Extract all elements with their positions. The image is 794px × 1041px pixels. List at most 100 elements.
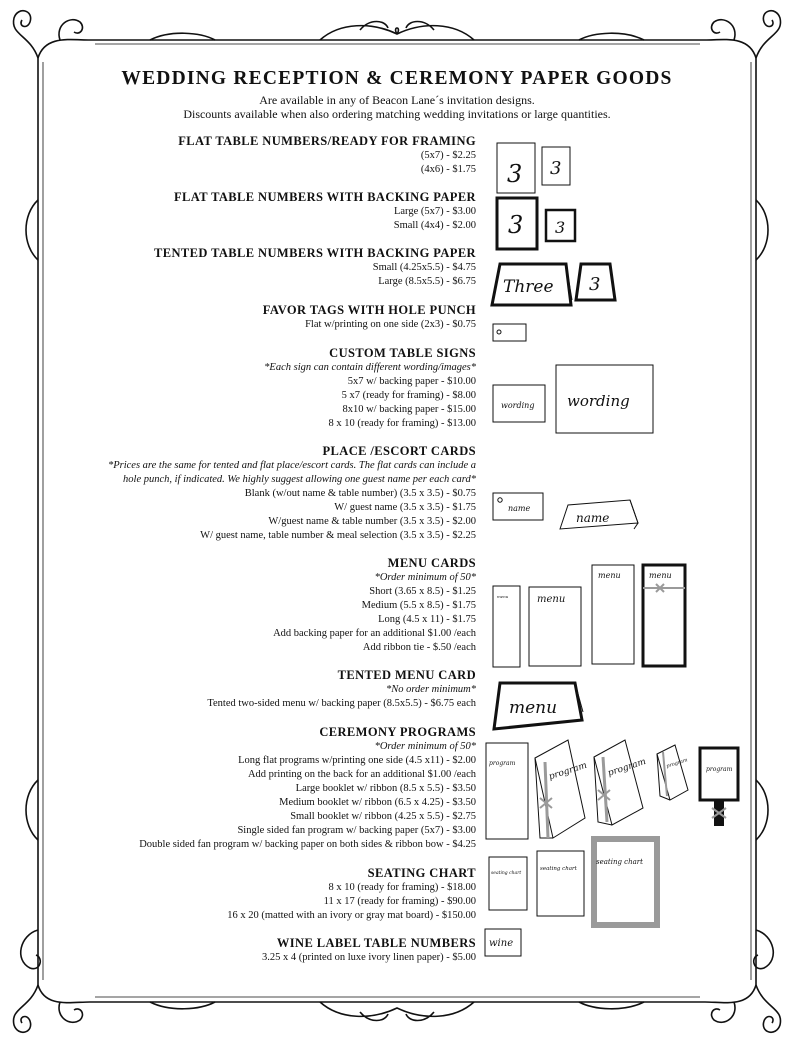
section-title: CUSTOM TABLE SIGNS xyxy=(329,346,476,360)
section-tented-table-numbers: TENTED TABLE NUMBERS WITH BACKING PAPER … xyxy=(36,246,476,289)
section-title: TENTED MENU CARD xyxy=(337,668,476,682)
price-line: 3.25 x 4 (printed on luxe ivory linen pa… xyxy=(261,952,476,963)
illus-wording-small: wording xyxy=(501,401,534,410)
seating-chart-8x10 xyxy=(488,856,528,911)
section-note: *Order minimum of 50* xyxy=(374,741,476,752)
section-title: FLAT TABLE NUMBERS WITH BACKING PAPER xyxy=(173,190,476,204)
illus-program-large: program xyxy=(548,761,589,783)
page-title: WEDDING RECEPTION & CEREMONY PAPER GOODS xyxy=(121,68,673,89)
price-line: Small booklet w/ ribbon (4.25 x 5.5) - $… xyxy=(290,811,476,822)
price-line: 11 x 17 (ready for framing) - $90.00 xyxy=(323,896,476,907)
illus-menu-short: menu xyxy=(497,594,509,599)
page-subtitle-discounts: Discounts available when also ordering m… xyxy=(183,107,611,121)
section-flat-table-numbers-backing: FLAT TABLE NUMBERS WITH BACKING PAPER La… xyxy=(36,190,476,233)
illus-program-fan: program xyxy=(706,766,733,773)
price-line: 8x10 w/ backing paper - $15.00 xyxy=(342,404,476,415)
illus-menu-tented: menu xyxy=(509,698,557,718)
section-menu-cards: MENU CARDS *Order minimum of 50* Short (… xyxy=(36,556,476,655)
flat-table-number-backing-small xyxy=(544,208,577,243)
price-line: Single sided fan program w/ backing pape… xyxy=(237,825,476,836)
price-line: (5x7) - $2.25 xyxy=(420,150,476,161)
section-title: WINE LABEL TABLE NUMBERS xyxy=(276,936,476,950)
illus-numeral-3: 3 xyxy=(550,158,561,179)
place-card-flat xyxy=(492,492,544,521)
illus-program-long: program xyxy=(489,760,516,767)
section-flat-table-numbers-framing: FLAT TABLE NUMBERS/READY FOR FRAMING (5x… xyxy=(36,134,476,177)
wine-label xyxy=(484,928,522,957)
price-line: Tented two-sided menu w/ backing paper (… xyxy=(207,698,476,709)
flat-table-number-4x6-card xyxy=(541,146,571,186)
price-line: 16 x 20 (matted with an ivory or gray ma… xyxy=(227,910,476,921)
price-line: Long flat programs w/printing one side (… xyxy=(238,755,476,766)
favor-tag xyxy=(492,323,527,342)
price-line: Medium booklet w/ ribbon (6.5 x 4.25) - … xyxy=(279,797,476,808)
section-note: *Prices are the same for tented and flat… xyxy=(107,460,476,471)
menu-card-medium xyxy=(528,586,582,667)
section-title: FLAT TABLE NUMBERS/READY FOR FRAMING xyxy=(178,134,476,148)
price-line: (4x6) - $1.75 xyxy=(420,164,476,175)
price-line: W/guest name & table number (3.5 x 3.5) … xyxy=(268,516,476,527)
section-title: SEATING CHART xyxy=(367,866,476,880)
price-line: Long (4.5 x 11) - $1.75 xyxy=(378,614,476,625)
section-place-escort-cards: PLACE /ESCORT CARDS *Prices are the same… xyxy=(6,444,476,543)
menu-card-short xyxy=(492,585,521,668)
section-custom-table-signs: CUSTOM TABLE SIGNS *Each sign can contai… xyxy=(36,346,476,431)
flat-table-number-backing-large xyxy=(495,196,539,251)
price-line: Flat w/printing on one side (2x3) - $0.7… xyxy=(305,319,476,330)
price-line: 8 x 10 (ready for framing) - $13.00 xyxy=(328,418,476,429)
price-line: 5x7 w/ backing paper - $10.00 xyxy=(347,376,476,387)
price-line: Small (4x4) - $2.00 xyxy=(393,220,476,231)
section-title: CEREMONY PROGRAMS xyxy=(319,725,476,739)
page-subtitle: Are available in any of Beacon Lane´s in… xyxy=(259,93,535,107)
illus-numeral-3: 3 xyxy=(507,160,522,188)
section-title: FAVOR TAGS WITH HOLE PUNCH xyxy=(262,303,476,317)
section-note: *No order minimum* xyxy=(385,684,476,695)
program-small-booklet xyxy=(656,744,689,801)
price-line: Blank (w/out name & table number) (3.5 x… xyxy=(244,488,476,499)
price-line: Large (8.5x5.5) - $6.75 xyxy=(378,276,476,287)
program-medium-booklet xyxy=(593,739,644,826)
program-large-booklet xyxy=(534,739,586,839)
price-line: Add printing on the back for an addition… xyxy=(247,769,476,780)
illus-three: Three xyxy=(503,277,554,297)
custom-sign-8x10 xyxy=(555,364,654,434)
section-wine-label-table-numbers: WINE LABEL TABLE NUMBERS 3.25 x 4 (print… xyxy=(36,936,476,965)
program-fan xyxy=(698,746,740,802)
price-line: Small (4.25x5.5) - $4.75 xyxy=(372,262,476,273)
price-line: 8 x 10 (ready for framing) - $18.00 xyxy=(328,882,476,893)
price-line: Short (3.65 x 8.5) - $1.25 xyxy=(369,586,476,597)
price-line: Add backing paper for an additional $1.0… xyxy=(273,628,476,639)
section-note: *Each sign can contain different wording… xyxy=(264,362,476,373)
section-ceremony-programs: CEREMONY PROGRAMS *Order minimum of 50* … xyxy=(36,725,476,852)
illus-name-tented: name xyxy=(576,511,609,525)
price-line: Large (5x7) - $3.00 xyxy=(393,206,476,217)
illus-program-medium: program xyxy=(607,757,648,779)
menu-card-long xyxy=(591,564,635,665)
price-line: W/ guest name (3.5 x 3.5) - $1.75 xyxy=(334,502,476,513)
illus-numeral-3: 3 xyxy=(589,274,600,295)
menu-card-backing-ribbon xyxy=(641,563,687,668)
price-line: W/ guest name, table number & meal selec… xyxy=(200,530,476,541)
illus-name-flat: name xyxy=(508,504,531,513)
illus-numeral-3: 3 xyxy=(555,218,565,237)
illus-seating-chart-large: seating chart xyxy=(596,858,643,866)
illus-seating-chart-small: seating chart xyxy=(491,870,521,876)
illus-program-small: program xyxy=(666,757,689,770)
program-long-flat xyxy=(485,742,529,840)
price-line: Large booklet w/ ribbon (8.5 x 5.5) - $3… xyxy=(295,783,476,794)
flat-table-number-5x7-card xyxy=(496,142,536,194)
illus-numeral-3: 3 xyxy=(508,211,523,239)
tented-table-number-small xyxy=(574,262,617,302)
section-title: MENU CARDS xyxy=(387,556,476,570)
section-tented-menu-card: TENTED MENU CARD *No order minimum* Tent… xyxy=(36,668,476,711)
illus-wine: wine xyxy=(489,938,513,949)
seating-chart-16x20-matted xyxy=(591,836,660,928)
section-note: hole punch, if indicated. We highly sugg… xyxy=(123,474,476,485)
section-title: TENTED TABLE NUMBERS WITH BACKING PAPER xyxy=(153,246,476,260)
section-title: PLACE /ESCORT CARDS xyxy=(322,444,476,458)
illus-seating-chart-medium: seating chart xyxy=(540,866,578,872)
price-line: Medium (5.5 x 8.5) - $1.75 xyxy=(361,600,476,611)
section-note: *Order minimum of 50* xyxy=(374,572,476,583)
